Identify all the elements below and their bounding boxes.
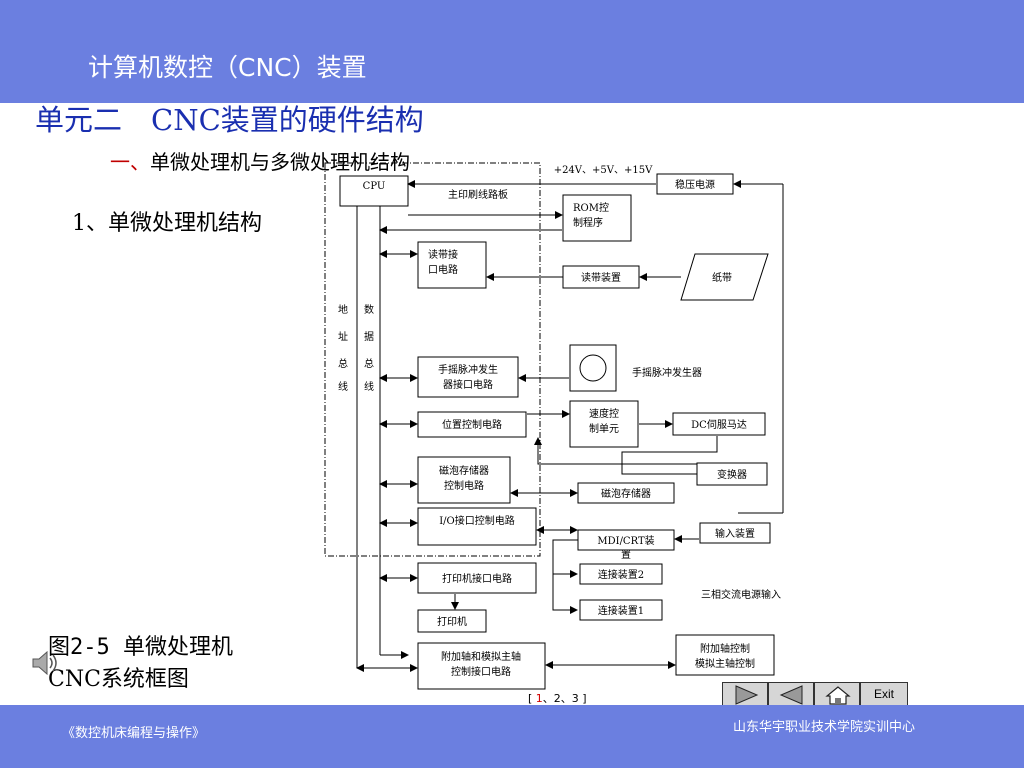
next-arrow-icon: [735, 685, 759, 705]
bubble-controller-box: [417, 456, 511, 504]
footer-bar: [0, 705, 1024, 768]
label-bubble-controller-2: 控制电路: [444, 479, 484, 492]
main-board-outline: [324, 162, 541, 557]
exit-button[interactable]: Exit: [860, 682, 908, 706]
handwheel-interface-box: [417, 356, 519, 398]
connector2-box: [579, 563, 663, 585]
header-bar: [0, 0, 1024, 103]
dc-servo-box: [672, 412, 766, 436]
pagination-rest[interactable]: 、2、3 ]: [542, 692, 587, 705]
speed-control-box: [569, 400, 639, 448]
cpu-box: [339, 175, 409, 207]
label-speed-control-2: 制单元: [589, 422, 619, 435]
handwheel-circle: [579, 354, 607, 382]
label-three-phase: 三相交流电源输入: [701, 588, 781, 601]
exit-label: Exit: [873, 687, 894, 701]
speaker-icon[interactable]: [30, 648, 60, 678]
label-data-bus-4: 线: [364, 380, 374, 393]
label-speed-control-1: 速度控: [589, 407, 619, 420]
converter-box: [696, 462, 768, 486]
unit-title: 单元二 CNC装置的硬件结构: [35, 103, 424, 137]
label-input-device: 输入装置: [715, 527, 755, 540]
label-connector1: 连接装置1: [598, 604, 644, 617]
label-bubble-memory: 磁泡存储器: [601, 487, 651, 500]
label-mdi-crt-1: MDI/CRT装: [597, 534, 654, 547]
figure-caption: 图2-5 单微处理机 CNC系统框图: [48, 632, 233, 696]
section-text: 单微处理机与多微处理机结构: [150, 150, 410, 174]
rom-box: [562, 194, 632, 242]
footer-course: 《数控机床编程与操作》: [62, 726, 206, 741]
paper-tape-shape: [680, 253, 769, 301]
label-stabilized-power: 稳压电源: [675, 178, 715, 191]
section-number: 一、: [110, 150, 150, 174]
label-bubble-controller-1: 磁泡存储器: [439, 464, 489, 477]
pagination-open: [: [528, 692, 536, 705]
position-control-box: [417, 411, 527, 438]
label-address-bus-3: 总: [338, 357, 348, 370]
label-paper-tape: 纸带: [712, 271, 732, 284]
bubble-memory-box: [577, 482, 675, 504]
label-aux-axis-interface-1: 附加轴和模拟主轴: [441, 650, 521, 663]
label-mdi-crt-2: 置: [621, 549, 631, 561]
caption-line-1: 图2-5 单微处理机: [48, 635, 233, 660]
label-tape-interface-2: 口电路: [428, 263, 458, 276]
label-position-control: 位置控制电路: [442, 418, 502, 431]
label-aux-axis-control-2: 模拟主轴控制: [695, 657, 755, 670]
pagination[interactable]: [ 1、2、3 ]: [528, 690, 587, 706]
next-button[interactable]: [722, 682, 768, 706]
subsection-title: 1、单微处理机结构: [72, 211, 262, 236]
printer-interface-box: [417, 562, 537, 594]
label-address-bus-1: 地: [338, 303, 348, 316]
label-rom-2: 制程序: [573, 216, 603, 229]
label-handwheel-interface-1: 手摇脉冲发生: [438, 363, 498, 376]
label-data-bus-1: 数: [364, 303, 374, 316]
page-title: 计算机数控（CNC）装置: [88, 53, 367, 82]
label-printer: 打印机: [437, 615, 467, 628]
label-data-bus-3: 总: [364, 357, 374, 370]
label-connector2: 连接装置2: [598, 568, 644, 581]
label-cpu: CPU: [363, 181, 386, 192]
caption-line-2: CNC系统框图: [48, 667, 189, 692]
tape-interface-box: [417, 241, 487, 289]
label-data-bus-2: 据: [364, 330, 374, 343]
label-rom-1: ROM控: [573, 201, 609, 214]
label-aux-axis-interface-2: 控制接口电路: [451, 665, 511, 678]
label-io-interface: I/O接口控制电路: [439, 514, 515, 527]
label-handwheel: 手摇脉冲发生器: [632, 366, 702, 379]
aux-axis-interface-box: [417, 642, 546, 690]
label-aux-axis-control-1: 附加轴控制: [700, 642, 750, 655]
label-board: 主印刷线路板: [448, 188, 508, 201]
label-power-voltages: +24V、+5V、+15V: [554, 165, 653, 176]
label-printer-interface: 打印机接口电路: [442, 572, 512, 585]
footer-institution: 山东华宇职业技术学院实训中心: [733, 720, 916, 735]
pagination-current[interactable]: 1: [535, 692, 543, 705]
label-address-bus-4: 线: [338, 380, 348, 393]
section-title: 一、单微处理机与多微处理机结构: [110, 146, 410, 175]
home-button[interactable]: [814, 682, 860, 706]
label-tape-interface-1: 读带接: [428, 248, 458, 261]
previous-button[interactable]: [768, 682, 814, 706]
label-converter: 变换器: [717, 468, 747, 481]
label-dc-servo: DC伺服马达: [691, 418, 747, 431]
input-device-box: [699, 522, 771, 544]
label-handwheel-interface-2: 器接口电路: [443, 378, 493, 391]
printer-box: [417, 609, 487, 633]
home-icon: [825, 686, 851, 705]
connector1-box: [579, 599, 663, 621]
previous-arrow-icon: [779, 685, 803, 705]
aux-axis-control-box: [675, 634, 775, 676]
label-tape-reader: 读带装置: [581, 271, 621, 284]
label-address-bus-2: 址: [338, 330, 348, 343]
handwheel-box: [569, 344, 617, 392]
